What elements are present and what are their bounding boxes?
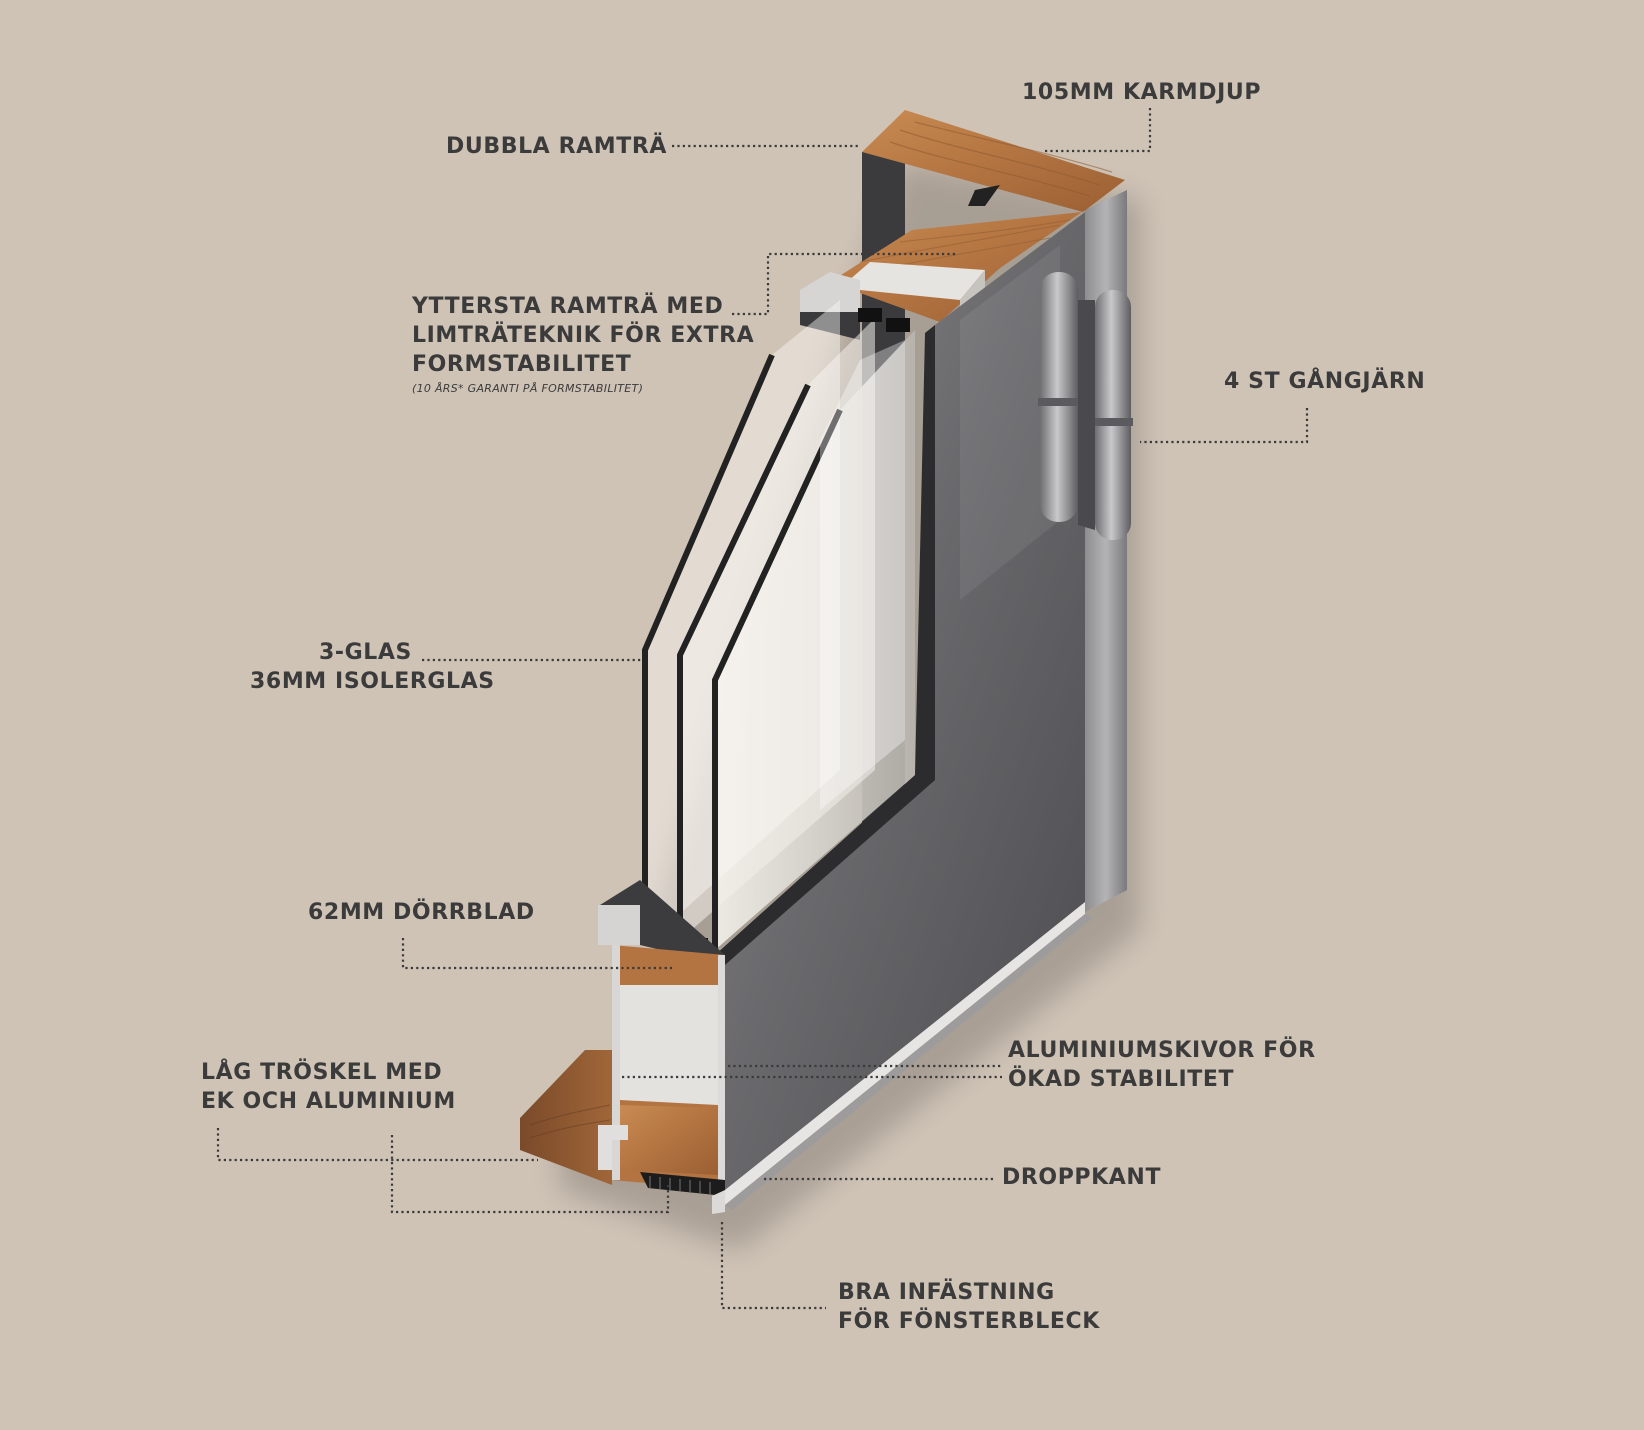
label-droppkant: DROPPKANT <box>1002 1163 1161 1192</box>
top-insulation <box>840 262 985 300</box>
face-highlight <box>960 245 1060 600</box>
label-aluminiumskivor: ALUMINIUMSKIVOR FÖR ÖKAD STABILITET <box>1008 1036 1316 1094</box>
label-glas-line-1: 3-GLAS <box>319 640 412 665</box>
label-aluminiumskivor-line-1: ALUMINIUMSKIVOR FÖR <box>1008 1038 1316 1063</box>
label-yttersta-line-3: FORMSTABILITET <box>412 352 632 377</box>
label-troskel-line-2: EK OCH ALUMINIUM <box>201 1089 456 1114</box>
label-dorrblad-text: 62MM DÖRRBLAD <box>308 900 535 925</box>
drip-edge-underside <box>725 914 1092 1210</box>
label-glas-line-2: 36MM ISOLERGLAS <box>250 669 495 694</box>
label-gangjarn: 4 ST GÅNGJÄRN <box>1224 367 1425 396</box>
label-yttersta-ramtra: YTTERSTA RAMTRÄ MED LIMTRÄTEKNIK FÖR EXT… <box>412 292 754 397</box>
threshold-oak <box>520 1050 612 1185</box>
leaf-alu-outer <box>718 955 725 1190</box>
leaf-top-wood <box>830 212 1082 322</box>
leaf-insulation <box>620 985 718 1105</box>
drip-edge-end <box>712 1190 725 1214</box>
label-dubbla-ramtra-text: DUBBLA RAMTRÄ <box>446 134 668 159</box>
label-aluminiumskivor-line-2: ÖKAD STABILITET <box>1008 1067 1235 1092</box>
label-glas: 3-GLAS 36MM ISOLERGLAS <box>250 638 495 696</box>
label-infastning: BRA INFÄSTNING FÖR FÖNSTERBLECK <box>838 1278 1100 1336</box>
top-alu-cap-shadow <box>800 312 860 340</box>
label-infastning-line-1: BRA INFÄSTNING <box>838 1280 1055 1305</box>
label-karmdjup-text: 105MM KARMDJUP <box>1022 80 1262 105</box>
drip-edge <box>725 902 1085 1205</box>
threshold-alu <box>598 1125 628 1170</box>
label-dubbla-ramtra: DUBBLA RAMTRÄ <box>446 132 667 161</box>
glass-bottom-cap <box>598 905 640 945</box>
label-yttersta-line-2: LIMTRÄTEKNIK FÖR EXTRA <box>412 323 755 348</box>
top-alu-cap <box>800 272 860 312</box>
frame-wood-grain <box>889 121 1113 197</box>
hinge-icon <box>1038 272 1133 540</box>
label-yttersta-line-1: YTTERSTA RAMTRÄ MED <box>412 294 724 319</box>
brush-bristles <box>649 1176 711 1194</box>
label-troskel-line-1: LÅG TRÖSKEL MED <box>201 1060 443 1085</box>
triple-glass <box>642 300 915 954</box>
label-yttersta-note: (10 ÅRS* GARANTI PÅ FORMSTABILITET) <box>412 382 644 395</box>
label-infastning-line-2: FÖR FÖNSTERBLECK <box>838 1309 1100 1334</box>
brush-seal <box>640 1172 725 1196</box>
frame-groove <box>968 185 1000 206</box>
label-gangjarn-text: 4 ST GÅNGJÄRN <box>1224 369 1426 394</box>
label-droppkant-text: DROPPKANT <box>1002 1165 1162 1190</box>
label-troskel: LÅG TRÖSKEL MED EK OCH ALUMINIUM <box>201 1058 456 1116</box>
leader-lines <box>216 108 1309 1310</box>
label-dorrblad: 62MM DÖRRBLAD <box>308 898 535 927</box>
leaf-bottom-wood <box>620 1105 718 1175</box>
label-karmdjup: 105MM KARMDJUP <box>1022 78 1261 107</box>
threshold-grain <box>529 1104 611 1139</box>
frame-top-wood <box>862 110 1125 212</box>
door-face <box>725 212 1085 1200</box>
leaf-alu-inner <box>612 945 620 1180</box>
